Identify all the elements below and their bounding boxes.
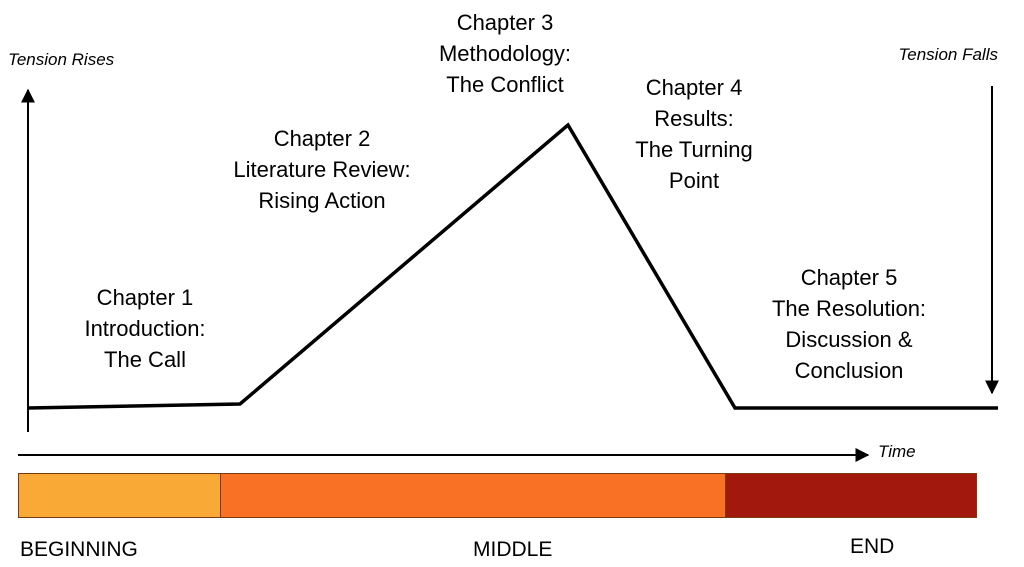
chapter-4-line-4: Point	[668, 168, 720, 193]
chapter-2-line-2: Literature Review:	[233, 157, 411, 182]
beginning-label: BEGINNING	[20, 538, 138, 561]
end-bar-segment	[725, 473, 977, 518]
chapter-5-line-4: Conclusion	[794, 358, 904, 383]
chapter-2-label: Chapter 2 Literature Review: Rising Acti…	[233, 123, 410, 216]
chapter-2-line-1: Chapter 2	[273, 126, 371, 151]
tension-falls-label: Tension Falls	[898, 45, 998, 64]
chapter-5-line-3: Discussion &	[785, 327, 913, 352]
chapter-3-line-2: Methodology:	[438, 41, 572, 66]
tension-plot-line	[27, 122, 998, 410]
end-label: END	[850, 535, 895, 558]
chapter-3-line-1: Chapter 3	[456, 10, 554, 35]
chapter-4-line-3: The Turning	[635, 137, 753, 162]
tension-rises-label: Tension Rises	[8, 50, 115, 69]
chapter-4-line-2: Results:	[654, 106, 734, 131]
middle-bar-segment	[220, 473, 726, 518]
chapter-4-label: Chapter 4 Results: The Turning Point	[635, 72, 752, 196]
chapter-3-line-3: The Conflict	[446, 72, 564, 97]
chapter-5-line-2: The Resolution:	[771, 296, 927, 321]
chapter-5-label: Chapter 5 The Resolution: Discussion & C…	[772, 262, 926, 386]
chapter-1-line-2: Introduction:	[84, 316, 206, 341]
chapter-4-line-1: Chapter 4	[645, 75, 743, 100]
chapter-1-line-1: Chapter 1	[96, 285, 194, 310]
chapter-1-line-3: The Call	[104, 347, 186, 372]
middle-label: MIDDLE	[473, 538, 553, 561]
time-label: Time	[878, 442, 916, 461]
beginning-bar-segment	[18, 473, 221, 518]
chapter-5-line-1: Chapter 5	[800, 265, 898, 290]
chapter-1-label: Chapter 1 Introduction: The Call	[84, 282, 205, 375]
chapter-3-label: Chapter 3 Methodology: The Conflict	[439, 7, 571, 100]
chapter-2-line-3: Rising Action	[258, 188, 386, 213]
